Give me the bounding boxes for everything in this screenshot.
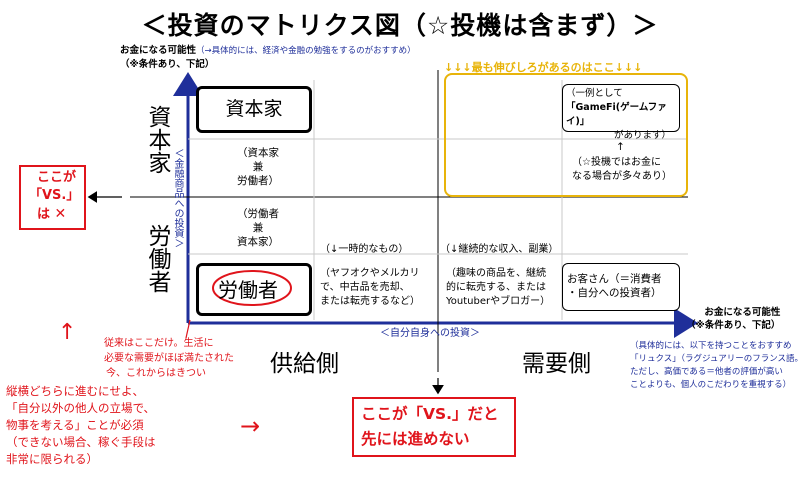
right-arrow: → xyxy=(240,412,261,440)
cell-text: （ヤフオクやメルカリ xyxy=(320,268,420,279)
supply-example: （ヤフオクやメルカリ で、中古品を売却、 または転売するなど） xyxy=(320,267,420,309)
cell-text: （労働者 xyxy=(237,208,279,220)
y-axis-label-sub: （※条件あり、下記） xyxy=(120,59,215,70)
example-box: （一例として 「GameFi(ゲームファイ)」 があります） xyxy=(562,84,680,141)
cell-text: なる場合が多々あり） xyxy=(572,171,672,182)
note-text: 「自分以外の他人の立場で、 xyxy=(6,401,156,415)
note-text: （できない場合、稼ぐ手段は xyxy=(6,435,156,449)
row-label-worker: 労働者 xyxy=(144,224,170,293)
row-label-capitalist: 資本家 xyxy=(144,105,170,174)
cell-text: （資本家 xyxy=(237,147,279,159)
bottom-vs-text: ここが「VS.」だと 先には進めない xyxy=(354,399,514,452)
callout-text: ここが「VS.」だと xyxy=(361,405,499,423)
x-axis-bottom-label: ＜自分自身への投資＞ xyxy=(380,328,480,339)
cell-text: （☆投機ではお金に xyxy=(572,157,661,168)
worker-label: 労働者 xyxy=(218,278,278,302)
bottom-vs-callout: ここが「VS.」だと 先には進めない xyxy=(352,397,516,457)
page-title: ＜投資のマトリクス図（☆投機は含まず）＞ xyxy=(141,11,659,40)
continuous-label: （↓継続的な収入、副業） xyxy=(440,244,559,255)
highlight-region xyxy=(444,73,688,197)
cell-text: 的に転売する、または xyxy=(446,282,546,293)
capitalist-box: 資本家 xyxy=(196,86,312,133)
luxe-note-text: ただし、高価である＝他者の評価が高い xyxy=(630,367,783,377)
y-axis-label-note: （→具体的には、経済や金融の勉強をするのがおすすめ） xyxy=(196,46,416,56)
temporary-label: （↓一時的なもの） xyxy=(320,244,409,255)
left-vs-callout: ここが 「VS.」 は ✕ xyxy=(19,165,86,230)
current-note-text: 従来はここだけ。生活に xyxy=(104,338,214,349)
customer-text: お客さん（＝消費者 ・自分への投資者） xyxy=(563,264,679,300)
current-note: 従来はここだけ。生活に 必要な需要がほぼ満たされた 今、これからはきつい xyxy=(104,336,234,381)
bottom-left-note: 縦横どちらに進むにせよ、 「自分以外の他人の立場で、 物事を考える」ことが必須 … xyxy=(6,383,156,468)
cell-text: 「GameFi(ゲームファイ)」 xyxy=(566,102,667,127)
y-axis-side-label: ＜金融商品への投資＞ xyxy=(172,148,183,248)
example-text: （一例として 「GameFi(ゲームファイ)」 があります） xyxy=(563,85,679,143)
x-mark-icon: ✕ xyxy=(54,206,67,222)
highlight-banner: ↓↓↓最も伸びしろがあるのはここ↓↓↓ xyxy=(444,61,643,74)
x-axis-label: お金になる可能性 （※条件あり、下記） xyxy=(686,306,780,332)
cell-text: があります） xyxy=(613,130,671,141)
cell-text: Youtuberやブロガー） xyxy=(446,296,551,307)
left-vs-text: ここが 「VS.」 は ✕ xyxy=(21,167,84,224)
col-label-demand: 需要側 xyxy=(522,351,591,377)
cell-text: 労働者） xyxy=(237,175,279,187)
luxe-note-text: ことよりも、個人のこだわりを重視する） xyxy=(630,380,792,390)
luxe-note-text: （具体的には、以下を持つことをおすすめ xyxy=(630,341,792,351)
luxe-note-text: 「リュクス」（ラグジュアリーのフランス語。 xyxy=(630,354,800,364)
col-label-supply: 供給側 xyxy=(270,351,339,377)
current-note-arrow: ↑ xyxy=(58,320,77,345)
y-axis-label: お金になる可能性（→具体的には、経済や金融の勉強をするのがおすすめ） （※条件あ… xyxy=(120,44,416,71)
note-text: 非常に限られる） xyxy=(6,452,98,466)
cell-text: （一例として xyxy=(566,88,623,99)
cell-capitalist-worker: （資本家 兼 労働者） xyxy=(222,146,294,188)
current-note-text: 今、これからはきつい xyxy=(106,368,206,379)
note-text: 縦横どちらに進むにせよ、 xyxy=(6,384,144,398)
cell-text: 兼 xyxy=(252,161,264,173)
x-axis-label-sub: （※条件あり、下記） xyxy=(686,320,781,331)
capitalist-label: 資本家 xyxy=(225,98,283,120)
y-axis-label-main: お金になる可能性 xyxy=(120,45,197,56)
note-text: 物事を考える」ことが必須 xyxy=(6,418,144,432)
callout-text: 先には進めない xyxy=(361,430,470,448)
cell-text: 兼 xyxy=(252,222,264,234)
callout-text: は xyxy=(37,207,51,222)
callout-text: 「VS.」 xyxy=(29,188,80,203)
cell-text: お客さん（＝消費者 xyxy=(567,273,662,285)
demand-example: （趣味の商品を、継続 的に転売する、または Youtuberやブロガー） xyxy=(446,267,550,309)
customer-box: お客さん（＝消費者 ・自分への投資者） xyxy=(562,263,680,311)
example-up-arrow: ↑ xyxy=(616,141,625,153)
cell-worker-capitalist: （労働者 兼 資本家） xyxy=(222,207,294,249)
callout-text: ここが xyxy=(37,170,77,185)
speculation-note: （☆投機ではお金に なる場合が多々あり） xyxy=(572,156,672,184)
cell-text: 資本家） xyxy=(237,236,279,248)
current-note-text: 必要な需要がほぼ満たされた xyxy=(104,353,234,364)
luxe-note: （具体的には、以下を持つことをおすすめ 「リュクス」（ラグジュアリーのフランス語… xyxy=(630,340,800,392)
cell-text: ・自分への投資者） xyxy=(567,287,662,299)
cell-text: （趣味の商品を、継続 xyxy=(446,268,546,279)
cell-text: で、中古品を売却、 xyxy=(320,282,410,293)
cell-text: または転売するなど） xyxy=(320,296,420,307)
x-axis-label-main: お金になる可能性 xyxy=(704,307,781,318)
worker-circle xyxy=(212,270,292,306)
worker-box xyxy=(196,263,312,316)
